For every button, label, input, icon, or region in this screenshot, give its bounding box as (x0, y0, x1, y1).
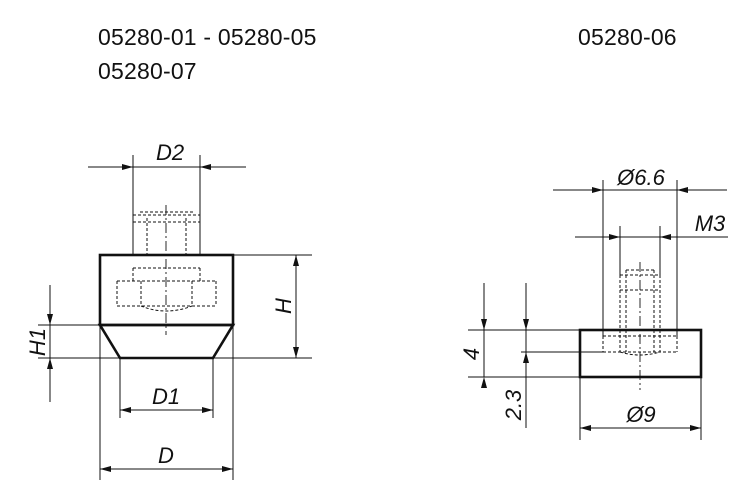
dim-D1: D1 (119, 358, 214, 418)
dim-thread: M3 (575, 211, 728, 275)
right-part-outline (578, 328, 703, 379)
dim-D2: D2 (88, 140, 246, 255)
dim-diameter: Ø9 (579, 377, 702, 440)
dim-H: H (213, 254, 312, 359)
dim-outer-diameter-label: Ø6.6 (616, 165, 665, 190)
dim-diameter-label: Ø9 (625, 402, 655, 427)
dim-D1-label: D1 (152, 384, 180, 409)
header-left-line2: 05280-07 (98, 58, 197, 84)
right-view: Ø6.6 M3 4 2.3 (459, 165, 728, 440)
dim-H1-label: H1 (25, 328, 50, 356)
dim-D2-label: D2 (156, 140, 184, 165)
header-right: 05280-06 (578, 24, 677, 50)
header-left-line1: 05280-01 - 05280-05 (98, 24, 317, 50)
dim-D: D (99, 325, 234, 480)
dim-D-label: D (158, 443, 174, 468)
dim-H-label: H (271, 298, 296, 314)
left-hidden-thread (116, 211, 217, 312)
dim-outer-diameter: Ø6.6 (553, 165, 727, 336)
dim-offset-label: 2.3 (501, 389, 526, 421)
dim-thread-label: M3 (695, 211, 726, 236)
left-view: D2 H H1 D1 (25, 140, 312, 480)
dim-H1: H1 (25, 285, 120, 402)
dim-height: 4 (459, 283, 580, 388)
dim-offset: 2.3 (501, 283, 603, 428)
dim-height-label: 4 (459, 348, 484, 360)
